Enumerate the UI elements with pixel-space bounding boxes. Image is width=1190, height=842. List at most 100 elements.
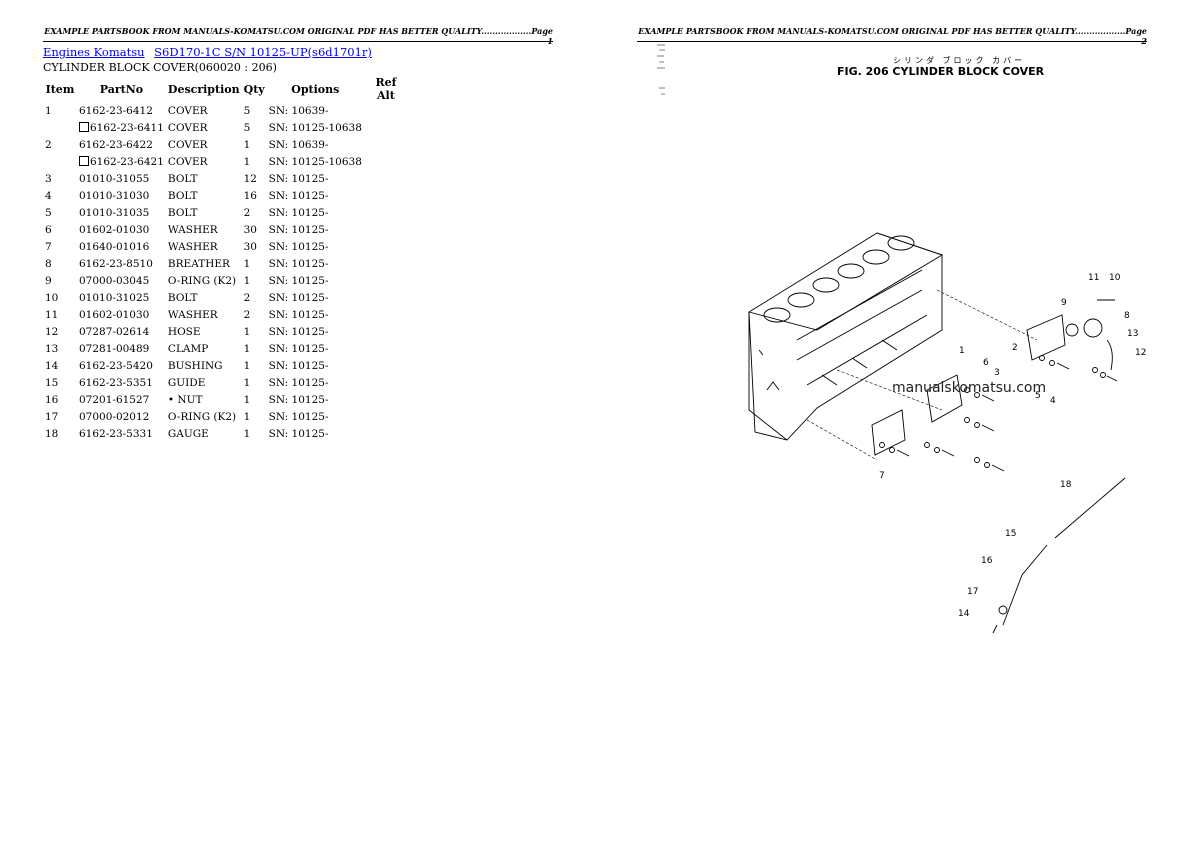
cell-partno: 6162-23-6421 — [77, 153, 166, 170]
cell-partno: 6162-23-6422 — [77, 136, 166, 153]
cell-item: 16 — [43, 391, 77, 408]
cell-item: 10 — [43, 289, 77, 306]
cell-item-text: 13 — [45, 342, 59, 355]
cell-options: SN: 10125- — [267, 170, 364, 187]
cell-qty: 2 — [242, 204, 267, 221]
cell-item: 15 — [43, 374, 77, 391]
cell-partno-text: 01010-31035 — [79, 206, 150, 219]
breadcrumb: Engines Komatsu S6D170-1C S/N 10125-UP(s… — [43, 45, 378, 59]
cell-qty: 1 — [242, 340, 267, 357]
cell-item-text: 8 — [45, 257, 52, 270]
cell-partno-text: 01010-31030 — [79, 189, 150, 202]
cell-options: SN: 10125- — [267, 272, 364, 289]
cell-qty: 1 — [242, 357, 267, 374]
callout-7: 7 — [879, 471, 885, 481]
figure-title: FIG. 206 CYLINDER BLOCK COVER — [837, 65, 1045, 78]
cell-options: SN: 10125- — [267, 306, 364, 323]
cell-qty: 30 — [242, 238, 267, 255]
cell-description-text: COVER — [167, 104, 208, 117]
callout-11: 11 — [1088, 273, 1099, 283]
callout-2: 2 — [1012, 343, 1018, 353]
breadcrumb-link-engines[interactable]: Engines Komatsu — [43, 45, 145, 59]
cell-description: WASHER — [166, 306, 242, 323]
cell-qty-text: 1 — [243, 274, 251, 287]
cell-description-text: • NUT — [167, 393, 203, 406]
cell-qty-text: 2 — [243, 291, 251, 304]
callout-8: 8 — [1124, 311, 1130, 321]
cell-partno: 07000-02012 — [77, 408, 166, 425]
cell-ref-alt — [364, 391, 408, 408]
cell-partno-text: 07281-00489 — [79, 342, 150, 355]
callout-4: 4 — [1050, 396, 1056, 406]
callout-14: 14 — [958, 609, 970, 619]
cell-qty-text: 1 — [243, 359, 251, 372]
cell-partno-text: 6162-23-6422 — [79, 138, 153, 151]
cell-description-text: BOLT — [167, 172, 198, 185]
cell-item-text: 1 — [45, 104, 52, 117]
cell-qty: 1 — [242, 136, 267, 153]
cell-ref-alt — [364, 170, 408, 187]
cell-description-text: COVER — [167, 155, 208, 168]
cell-qty: 5 — [242, 102, 267, 119]
cell-item: 2 — [43, 136, 77, 153]
cell-description: BOLT — [166, 170, 242, 187]
cell-options: SN: 10125- — [267, 340, 364, 357]
leader-lines — [806, 289, 1038, 461]
cell-item — [43, 119, 77, 136]
cell-ref-alt — [364, 153, 408, 170]
cell-ref-alt — [364, 119, 408, 136]
cell-options: SN: 10125-10638 — [267, 153, 364, 170]
cell-description-text: WASHER — [167, 308, 218, 321]
cell-partno: 6162-23-6411 — [77, 119, 166, 136]
cell-qty-text: 2 — [243, 308, 251, 321]
cell-qty: 1 — [242, 255, 267, 272]
cell-ref-alt — [364, 187, 408, 204]
cell-options: SN: 10125- — [267, 323, 364, 340]
watermark: manualskomatsu.com — [892, 380, 1047, 396]
cell-ref-alt — [364, 408, 408, 425]
cell-partno-text: 01640-01016 — [79, 240, 150, 253]
col-item: Item — [45, 82, 75, 96]
cell-qty: 1 — [242, 408, 267, 425]
cell-description-text: COVER — [167, 121, 208, 134]
cell-options-text: SN: 10125- — [268, 410, 329, 423]
col-options: Options — [291, 82, 340, 96]
cell-ref-alt — [364, 255, 408, 272]
cell-qty-text: 1 — [243, 427, 251, 440]
cell-qty: 2 — [242, 289, 267, 306]
cell-qty-text: 1 — [243, 342, 251, 355]
cell-ref-alt — [364, 323, 408, 340]
cell-options-text: SN: 10125- — [268, 376, 329, 389]
cell-partno: 01010-31030 — [77, 187, 166, 204]
cell-ref-alt — [364, 340, 408, 357]
figure-title-jp: シリンダ ブロック カバー — [893, 56, 1026, 65]
cell-qty: 1 — [242, 391, 267, 408]
cell-options-text: SN: 10125- — [268, 393, 329, 406]
cell-description: BOLT — [166, 289, 242, 306]
cell-item-text: 5 — [45, 206, 52, 219]
cell-item-text: 16 — [45, 393, 59, 406]
section-title: CYLINDER BLOCK COVER(060020 : 206) — [43, 61, 277, 74]
cell-description-text: GAUGE — [167, 427, 209, 440]
cell-description: O-RING (K2) — [166, 272, 242, 289]
cell-item: 3 — [43, 170, 77, 187]
cell-item-text: 7 — [45, 240, 52, 253]
callout-15: 15 — [1005, 529, 1016, 539]
cell-description: GAUGE — [166, 425, 242, 442]
callout-10: 10 — [1109, 273, 1121, 283]
cell-options: SN: 10639- — [267, 102, 364, 119]
cell-partno: 6162-23-5420 — [77, 357, 166, 374]
cell-options: SN: 10125- — [267, 289, 364, 306]
alternate-checkbox-icon — [79, 155, 89, 166]
cell-qty-text: 2 — [243, 206, 251, 219]
cell-item: 8 — [43, 255, 77, 272]
breadcrumb-link-model[interactable]: S6D170-1C S/N 10125-UP(s6d1701r) — [154, 45, 372, 59]
callout-17: 17 — [967, 587, 978, 597]
cell-item-text: 6 — [45, 223, 52, 236]
cell-partno: 6162-23-5351 — [77, 374, 166, 391]
